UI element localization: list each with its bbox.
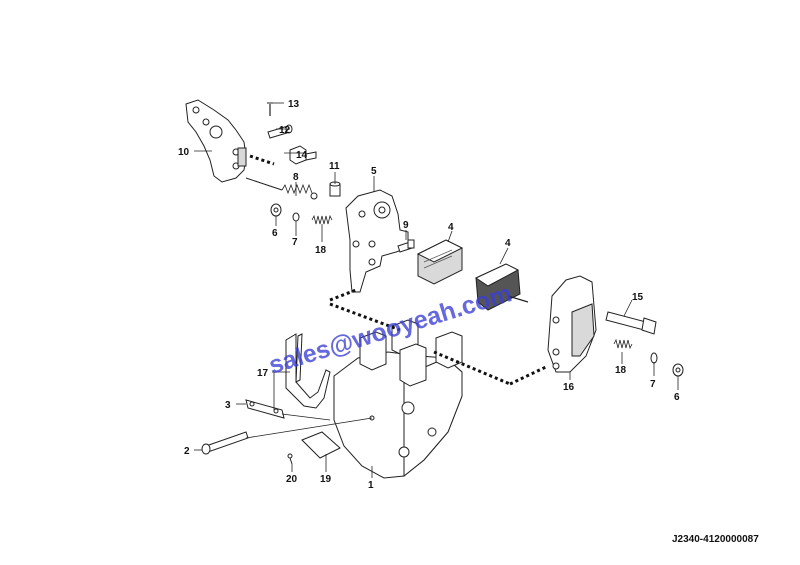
- leader-lines: [194, 102, 679, 478]
- part-bolt-small: [397, 239, 415, 253]
- callout-19: 19: [320, 474, 332, 485]
- part-clip: [245, 399, 285, 419]
- callout-17: 17: [257, 368, 269, 379]
- callout-13: 13: [288, 99, 300, 110]
- part-main-block: [333, 319, 463, 479]
- callout-10: 10: [178, 147, 190, 158]
- callout-14: 14: [296, 150, 308, 161]
- part-caliper-housing: [345, 189, 409, 293]
- callout-4b: 4: [505, 238, 511, 249]
- callout-11: 11: [329, 161, 340, 172]
- part-block: [289, 145, 317, 165]
- callout-12: 12: [279, 125, 291, 136]
- callout-8: 8: [293, 172, 299, 183]
- callout-9: 9: [403, 220, 409, 231]
- part-washer-left: [292, 212, 300, 222]
- callout-6a: 6: [272, 228, 278, 239]
- part-spring-upper: [245, 177, 318, 200]
- part-bushing: [329, 181, 341, 197]
- part-bracket-plate: [185, 99, 247, 183]
- assembly-paths: [249, 154, 549, 386]
- part-small-pin: [267, 102, 273, 116]
- callout-1: 1: [368, 480, 374, 491]
- part-washer-right: [650, 352, 658, 364]
- reference-code: J2340-4120000087: [672, 534, 759, 545]
- part-caliper-housing-right: [547, 275, 597, 373]
- callout-18b: 18: [615, 365, 627, 376]
- callout-15: 15: [632, 292, 644, 303]
- callout-18a: 18: [315, 245, 327, 256]
- callout-3: 3: [225, 400, 231, 411]
- callout-4a: 4: [448, 222, 454, 233]
- part-spring-left: [311, 214, 333, 225]
- part-long-pin: [201, 431, 249, 455]
- part-brake-pad-right: [474, 263, 529, 311]
- part-spring-right: [613, 338, 633, 350]
- callout-2: 2: [184, 446, 190, 457]
- part-wedge-plate: [301, 431, 341, 459]
- part-small-screw: [287, 453, 293, 465]
- part-fork-bracket: [285, 333, 331, 409]
- part-long-bolt: [605, 311, 657, 335]
- callout-6b: 6: [674, 392, 680, 403]
- callout-7a: 7: [292, 237, 298, 248]
- callout-20: 20: [286, 474, 298, 485]
- callout-5: 5: [371, 166, 377, 177]
- part-nut-left: [270, 203, 282, 217]
- part-nut-right: [672, 363, 684, 377]
- part-brake-pad-upper: [416, 239, 464, 285]
- callout-7b: 7: [650, 379, 656, 390]
- callout-labels: 1 2 3 4 4 5 6 6 7 7 8 9 10 11 12 13 14 1…: [178, 99, 680, 491]
- callout-16: 16: [563, 382, 575, 393]
